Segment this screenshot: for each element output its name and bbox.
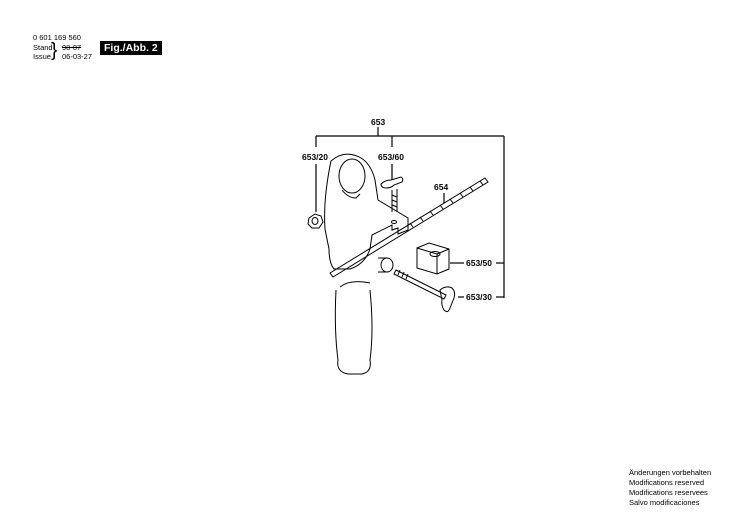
wing-bolt-icon bbox=[393, 269, 456, 313]
notice-line-en: Modifications reserved bbox=[629, 478, 705, 487]
part-label-654: 654 bbox=[434, 182, 448, 192]
depth-rod-icon bbox=[329, 177, 489, 278]
figure-label: Fig./Abb. 2 bbox=[100, 41, 162, 55]
part-label-653-20: 653/20 bbox=[302, 152, 328, 162]
stand-label: Stand bbox=[33, 43, 53, 52]
auxiliary-handle-icon bbox=[324, 153, 409, 375]
notice-line-es: Salvo modificaciones bbox=[629, 498, 700, 507]
leader-lines bbox=[315, 127, 505, 298]
stand-value: 98-07 bbox=[62, 43, 82, 52]
brace-icon: } bbox=[51, 40, 58, 61]
notice-line-de: Änderungen vorbehalten bbox=[629, 468, 712, 477]
part-number: 0 601 169 560 bbox=[33, 33, 81, 42]
part-label-653: 653 bbox=[371, 117, 385, 127]
issue-value: 06-03-27 bbox=[62, 52, 93, 61]
issue-label: Issue bbox=[33, 52, 51, 61]
part-label-653-50: 653/50 bbox=[466, 258, 492, 268]
modifications-notice: Änderungen vorbehalten Modifications res… bbox=[629, 468, 711, 508]
part-label-653-60: 653/60 bbox=[378, 152, 404, 162]
part-label-653-30: 653/30 bbox=[466, 292, 492, 302]
wing-screw-icon bbox=[380, 176, 404, 224]
clamp-block-icon bbox=[416, 242, 450, 275]
nut-part-icon bbox=[307, 213, 324, 229]
notice-line-fr: Modifications reservees bbox=[629, 488, 708, 497]
